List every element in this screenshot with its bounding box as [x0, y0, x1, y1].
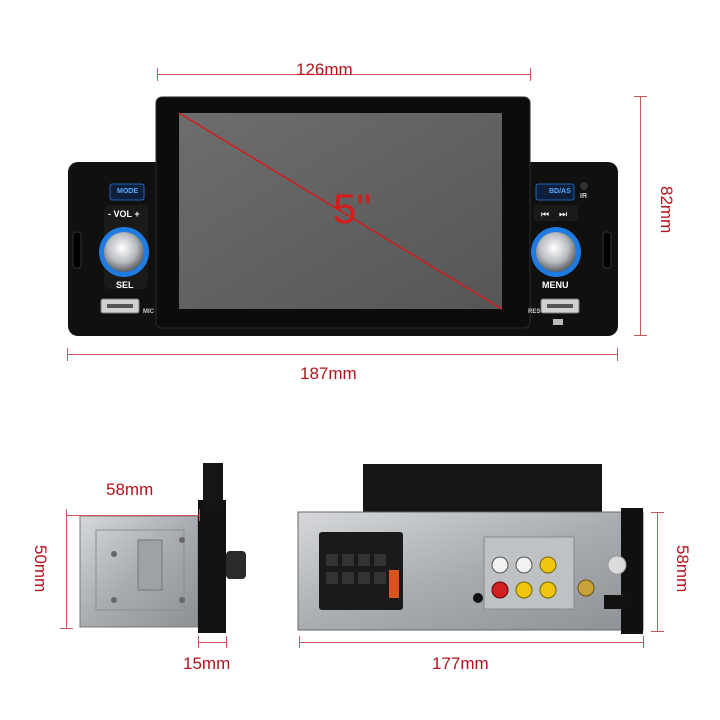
- sel-label: SEL: [116, 280, 134, 290]
- side-height-tick-bottom: [60, 628, 73, 629]
- mic-jack: [473, 593, 483, 603]
- mode-button: [109, 183, 145, 201]
- screen-size-label: 5": [333, 185, 372, 232]
- ant-port: [577, 579, 595, 597]
- vol-label: - VOL +: [108, 209, 140, 219]
- rear-label: [604, 595, 630, 609]
- rca-white-1: [491, 556, 509, 574]
- rear-height-tick-bottom: [651, 631, 664, 632]
- menu-knob: [536, 232, 576, 272]
- rear-height-tick-top: [651, 512, 664, 513]
- dimension-line-rear-height: [657, 512, 658, 632]
- mic-label: MIC: [143, 309, 154, 315]
- rca-red-1: [491, 581, 509, 599]
- fuse: [389, 570, 399, 598]
- dimension-label-rear-height: 58mm: [673, 545, 692, 593]
- rca-yellow-2: [515, 581, 533, 599]
- dimension-line-unit-width: [67, 354, 618, 355]
- ir-label: IR: [580, 193, 587, 200]
- svg-text:⏭: ⏭: [559, 210, 567, 220]
- side-screen: [203, 463, 223, 511]
- ir-sensor: [580, 182, 588, 190]
- side-knob: [226, 551, 246, 579]
- card-slot-icon: [553, 319, 563, 325]
- menu-label: MENU: [542, 280, 569, 290]
- dimension-label-screen-width: 126mm: [296, 60, 353, 79]
- dimension-line-side-depth: [66, 515, 200, 516]
- dimension-label-side-depth: 58mm: [106, 480, 154, 499]
- res-label: RES: [528, 309, 541, 315]
- rear-screen-top: [363, 464, 602, 512]
- rca-yellow-3: [539, 581, 557, 599]
- vol-knob: [104, 232, 144, 272]
- left-slot: [72, 231, 82, 269]
- dimension-line-chassis-length: [299, 642, 644, 643]
- svg-text:⏮: ⏮: [541, 210, 549, 220]
- mode-button-label: MODE: [117, 188, 138, 195]
- bd-button: [535, 183, 575, 201]
- side-faceplate: [198, 500, 226, 633]
- dimension-line-unit-height: [640, 96, 641, 336]
- dimension-line-screen-width: [157, 74, 531, 75]
- right-slot: [602, 231, 612, 269]
- screen-diagonal: [178, 112, 503, 310]
- dimension-label-side-height: 50mm: [31, 545, 50, 593]
- rca-yellow-1: [539, 556, 557, 574]
- dimension-label-unit-width: 187mm: [300, 364, 357, 383]
- dimension-line-side-height: [66, 516, 67, 628]
- rca-white-2: [515, 556, 533, 574]
- dimension-label-thickness: 15mm: [183, 654, 231, 673]
- dimension-label-chassis-length: 177mm: [432, 654, 489, 673]
- bd-button-label: BD/AS: [549, 188, 571, 195]
- track-buttons: [534, 205, 578, 221]
- iso-connector: [319, 532, 403, 610]
- dimension-line-thickness: [198, 642, 227, 643]
